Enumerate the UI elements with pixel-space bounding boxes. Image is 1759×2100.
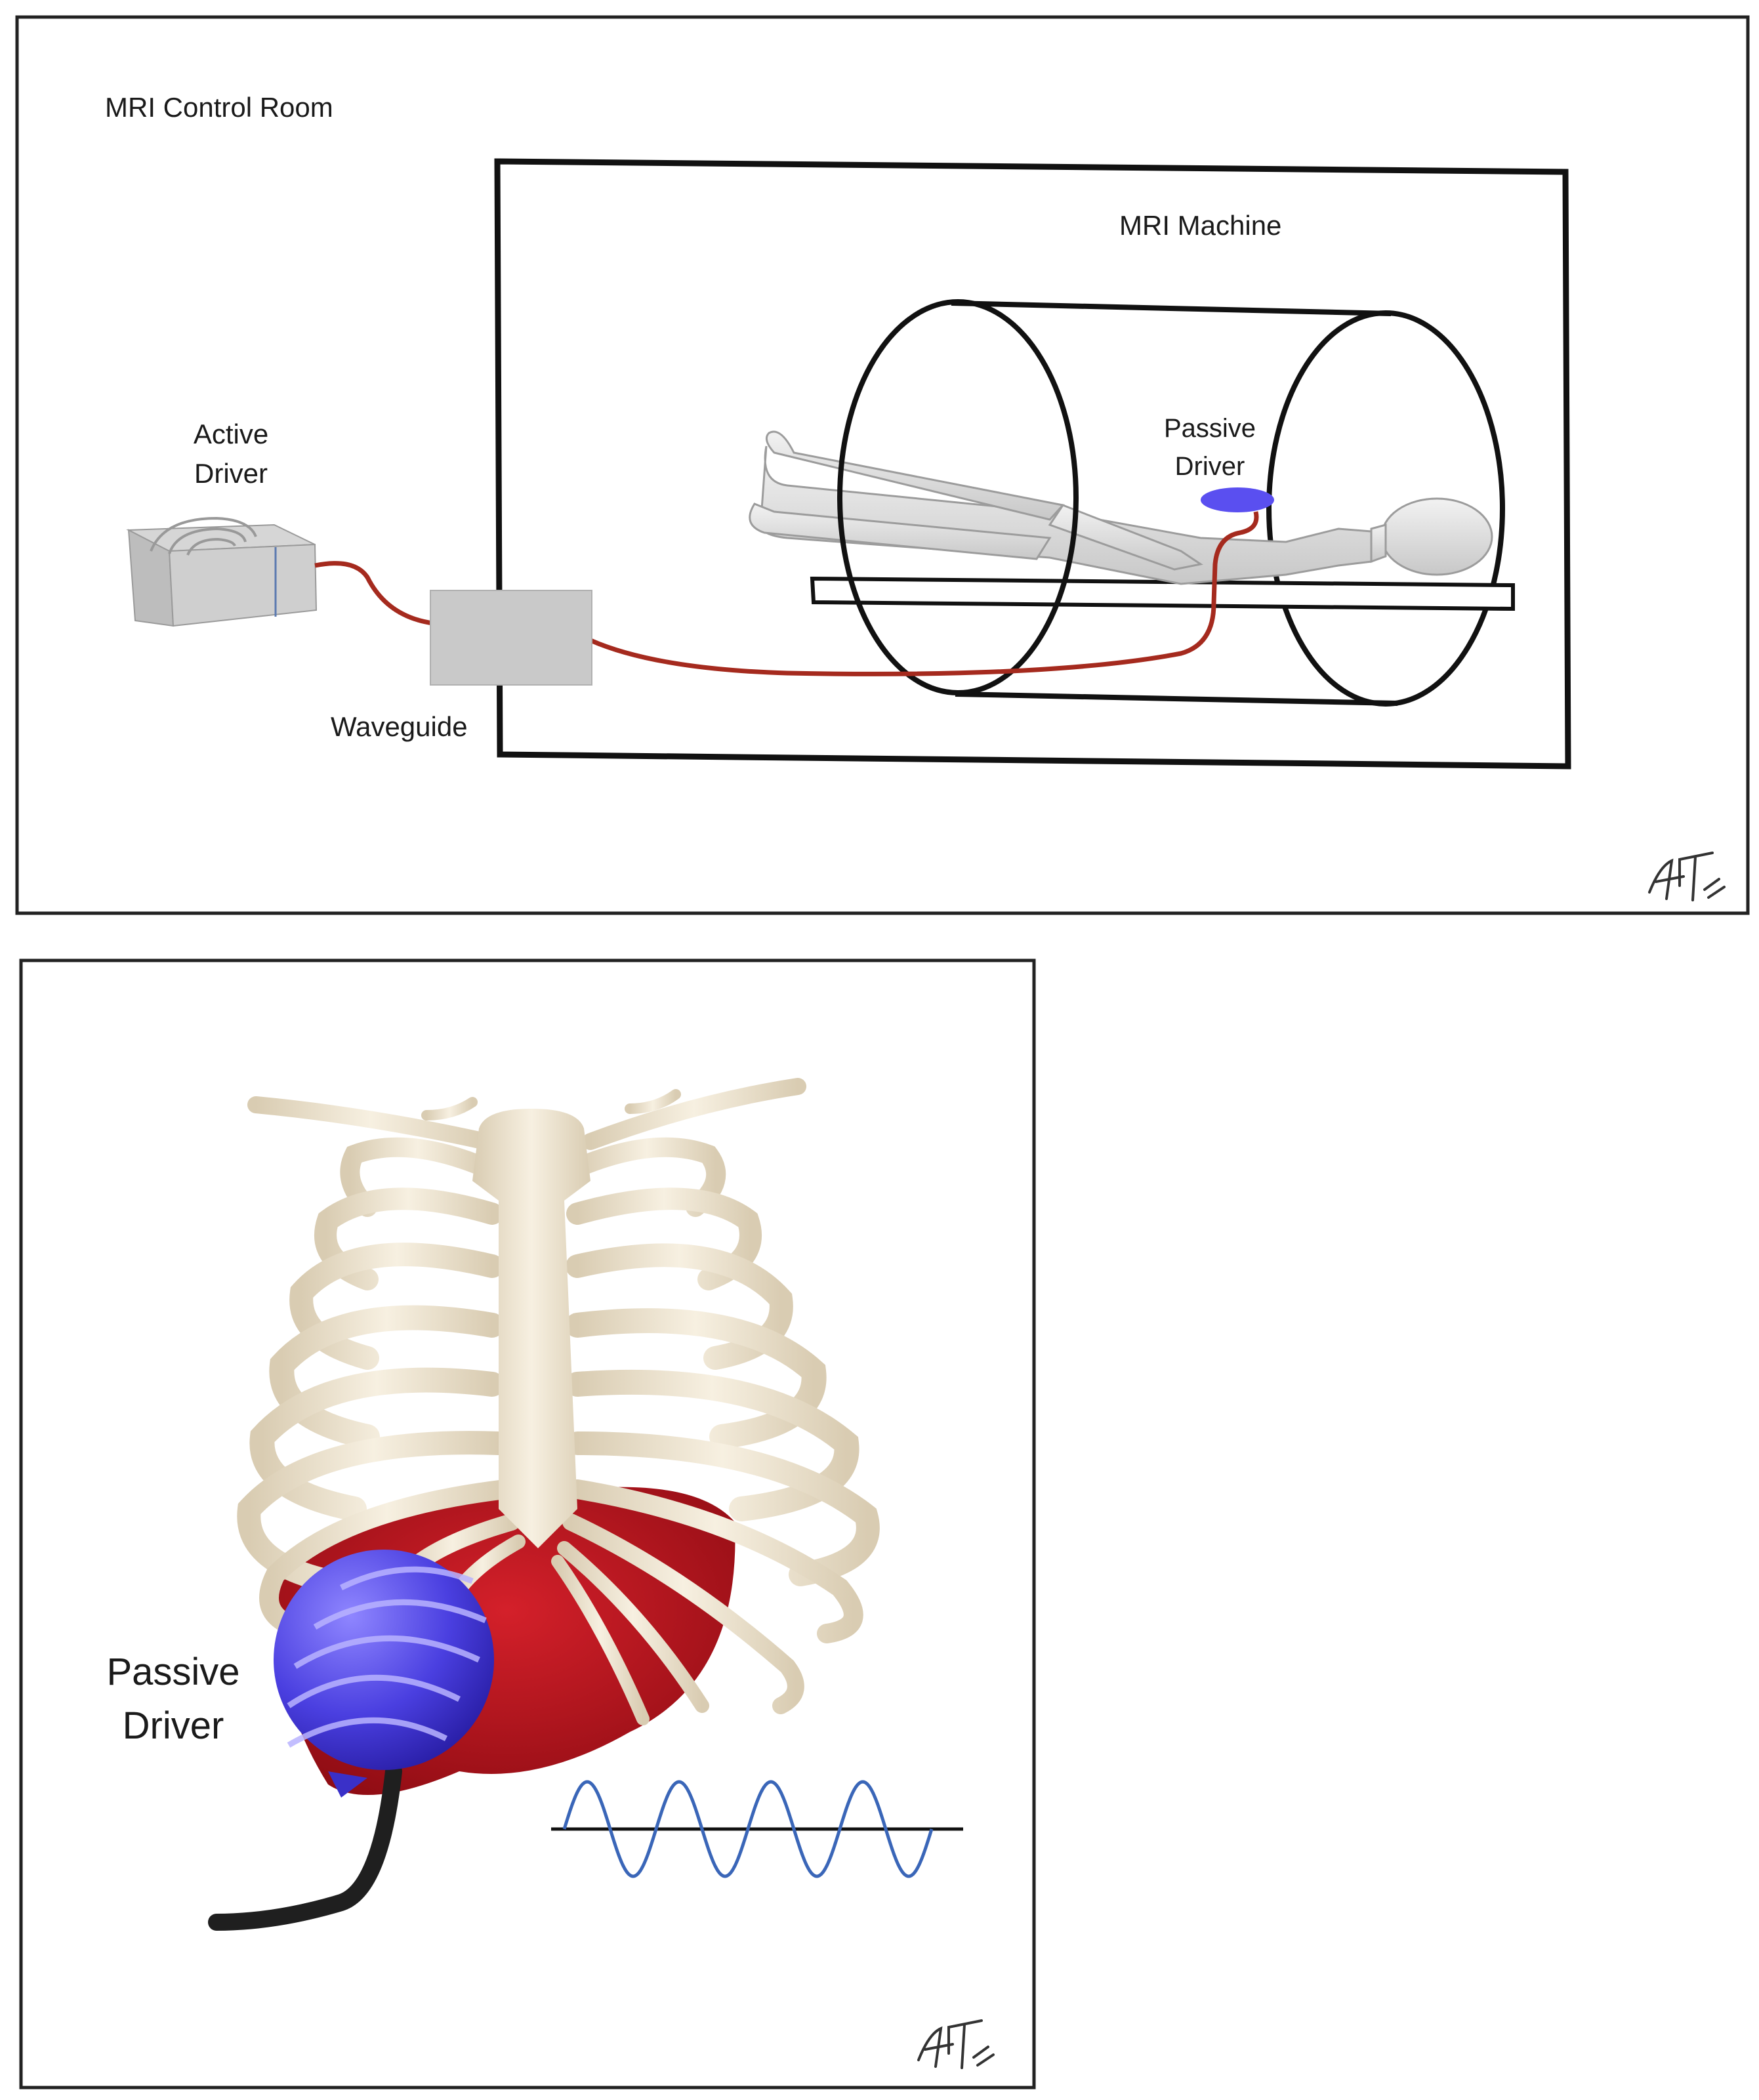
- waveguide-box: [430, 590, 592, 686]
- mri-machine-label: MRI Machine: [1119, 210, 1281, 241]
- passive-driver-label-top-2: Driver: [1175, 452, 1245, 481]
- bore-ring-front: [837, 299, 1079, 695]
- passive-driver-label-bottom-2: Driver: [123, 1704, 224, 1747]
- cable-active-to-waveguide: [314, 561, 434, 626]
- bottom-panel: Passive Driver: [19, 958, 1036, 2090]
- mri-machine-frame: [494, 158, 1571, 770]
- scanner-bore: [951, 300, 1505, 707]
- active-driver-label-2: Driver: [194, 458, 268, 489]
- patient-table: [810, 576, 1515, 611]
- signature-icon-bottom: [917, 2019, 995, 2069]
- signature-icon: [1648, 852, 1726, 901]
- top-panel: MRI Control Room MRI Machine Passive Dri…: [15, 15, 1750, 915]
- sternum: [472, 1109, 590, 1548]
- cable-waveguide-to-passive: [589, 511, 1259, 676]
- active-driver-box: [126, 516, 318, 627]
- waveguide-label: Waveguide: [331, 711, 468, 742]
- bore-ring-back: [1266, 310, 1505, 707]
- vibration-wave: [551, 1780, 963, 1878]
- passive-driver-ball: [274, 1550, 494, 1798]
- driver-cable: [208, 1763, 402, 1931]
- passive-driver-small: [1201, 487, 1274, 512]
- control-room-label: MRI Control Room: [105, 92, 333, 123]
- sine-wave: [562, 1780, 934, 1878]
- active-driver-label-1: Active: [194, 419, 268, 449]
- passive-driver-label-top-1: Passive: [1164, 414, 1256, 443]
- rib-cage: [237, 1078, 880, 1725]
- control-room-frame: [15, 15, 1750, 915]
- patient-head: [1380, 497, 1493, 576]
- passive-driver-label-bottom-1: Passive: [106, 1651, 239, 1693]
